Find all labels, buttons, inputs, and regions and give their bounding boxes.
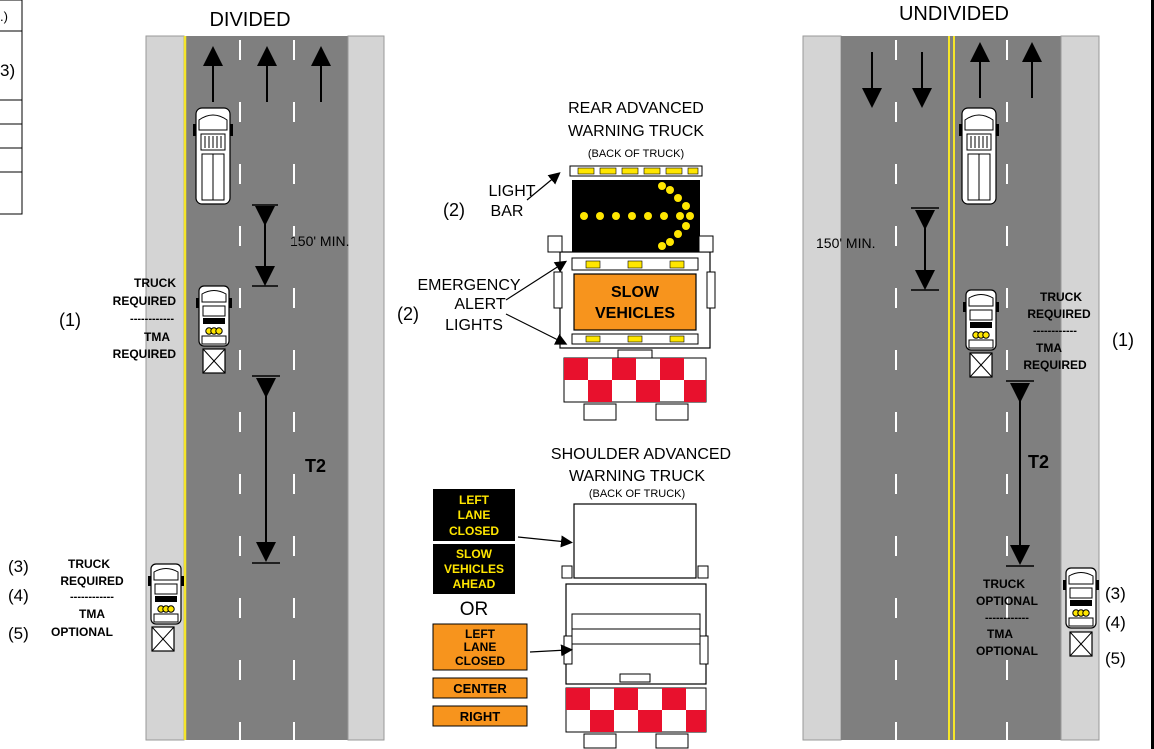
alert-label-1: EMERGENCY [417,277,520,294]
truck2-label-line3: TMA [79,607,105,621]
divided-title: DIVIDED [209,9,290,31]
sign-a-line2: LANE [458,508,491,522]
truck2-label-sep: ------------ [985,612,1029,624]
truck1-label-sep: ------------ [130,313,174,325]
or-label: OR [460,599,489,620]
truck2-label-sep: ------------ [70,591,114,603]
note-ref-5: (5) [1105,649,1126,668]
note-ref-3: (3) [1105,584,1126,603]
sign-d-text: CENTER [453,681,507,696]
spacing-label: 150' MIN. [816,235,875,251]
shoulder-truck-icon [147,563,185,625]
sign-a-line3: CLOSED [449,524,499,538]
tma-icon [202,348,226,374]
sign-left-lane-closed-orange [432,623,528,671]
sign-right [432,705,528,727]
light-bar-label-2: BAR [491,203,524,220]
sign-b-line1: SLOW [456,547,493,561]
note-ref-3: (3) [8,557,29,576]
advance-warning-truck-icon [195,285,233,347]
work-vehicle-icon [958,107,1000,205]
tma-icon [969,352,993,378]
sign-c-line2: LANE [464,640,497,654]
sign-e-text: RIGHT [460,709,501,724]
sign-slow-vehicles-ahead [433,544,515,594]
truck1-label-line3: TMA [1036,341,1062,355]
t2-label: T2 [1028,452,1049,472]
truck1-label-line1: TRUCK [1040,290,1082,304]
sign-c-line3: CLOSED [455,654,505,668]
rear-truck-drawing [547,165,716,421]
shoulder-truck-icon [1062,567,1100,629]
truck1-label-line1: TRUCK [134,276,176,290]
note-ref-5: (5) [8,624,29,643]
advance-warning-truck-icon [962,289,1000,351]
table-fragment-1: .) [0,9,8,24]
shoulder-truck-title-2: WARNING TRUCK [569,468,705,485]
sign-b-line3: AHEAD [453,577,496,591]
rear-truck-title-2: WARNING TRUCK [568,123,704,140]
arrow-board-lights [580,182,694,250]
rear-truck-title-1: REAR ADVANCED [568,100,704,117]
rear-truck-subtitle: (BACK OF TRUCK) [588,148,684,160]
truck1-label-line3: TMA [144,330,170,344]
alert-label-2: ALERT [454,296,506,313]
truck1-label-line4: REQUIRED [113,347,177,361]
note-ref-2b: (2) [397,304,419,324]
note-ref-4: (4) [1105,613,1126,632]
partial-table: .) 3) [0,0,23,215]
sign-b-line2: VEHICLES [444,562,504,576]
alert-label-3: LIGHTS [445,317,503,334]
table-fragment-2: 3) [0,61,15,80]
truck2-label-line4: OPTIONAL [51,625,113,639]
tma-icon [151,626,175,652]
sign-a-line1: LEFT [459,493,490,507]
truck2-label-line4: OPTIONAL [976,644,1038,658]
truck2-label-line1: TRUCK [983,577,1025,591]
truck1-label-line2: REQUIRED [113,294,177,308]
tma-icon [1069,631,1093,657]
note-ref-2a: (2) [443,200,465,220]
sign-c-line1: LEFT [465,627,496,641]
sign-text-slow: SLOW [611,284,660,301]
sign-text-vehicles: VEHICLES [595,305,675,322]
shoulder-truck-subtitle: (BACK OF TRUCK) [589,488,685,500]
truck2-label-line2: REQUIRED [60,574,124,588]
sign-left-lane-closed-black [433,489,515,541]
t2-label: T2 [305,456,326,476]
note-ref-1: (1) [59,310,81,330]
light-bar-label-1: LIGHT [488,183,535,200]
shoulder-truck-title-1: SHOULDER ADVANCED [551,446,731,463]
spacing-label: 150' MIN. [290,233,349,249]
truck1-label-line2: REQUIRED [1027,307,1091,321]
truck2-label-line1: TRUCK [68,557,110,571]
divided-roadway [145,35,385,741]
slow-vehicles-sign [573,273,697,331]
undivided-title: UNDIVIDED [899,3,1009,25]
undivided-roadway [802,35,1100,741]
note-ref-1: (1) [1112,330,1134,350]
truck2-label-line3: TMA [987,627,1013,641]
shoulder-truck-drawing [561,503,709,749]
work-vehicle-icon [192,107,234,205]
note-ref-4: (4) [8,586,29,605]
truck2-label-line2: OPTIONAL [976,594,1038,608]
truck1-label-sep: ------------ [1033,325,1077,337]
sign-center [432,677,528,699]
truck1-label-line4: REQUIRED [1023,358,1087,372]
